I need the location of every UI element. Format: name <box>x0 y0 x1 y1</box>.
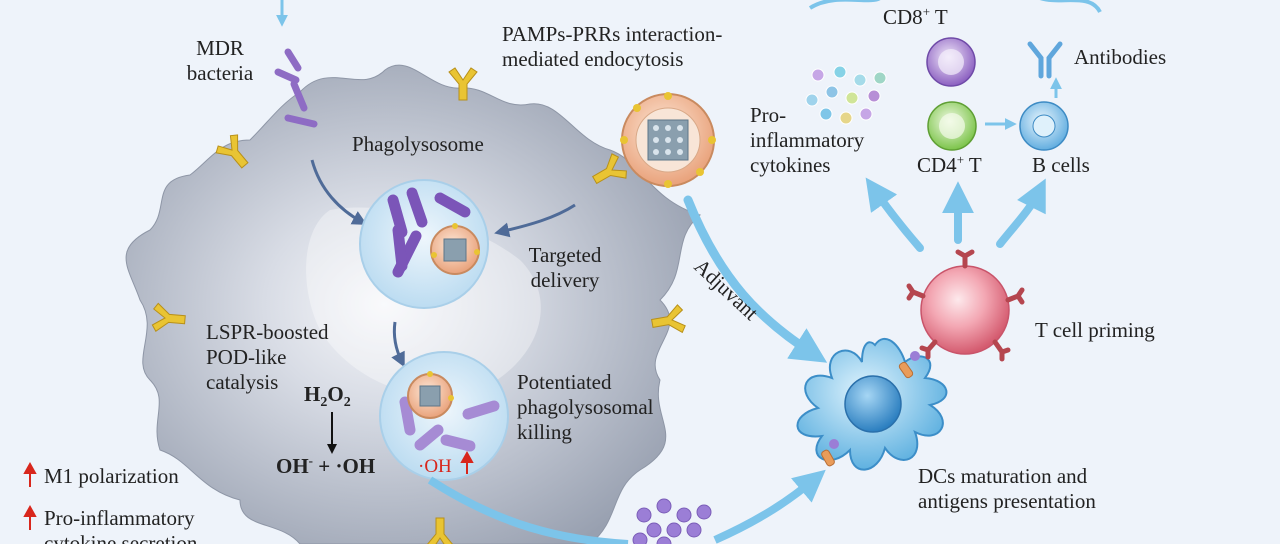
top-bracket <box>808 0 1102 14</box>
cytokine-particles <box>805 65 887 125</box>
antigen-particles <box>632 498 712 544</box>
receptor-icon <box>151 67 686 544</box>
antibodies-label: Antibodies <box>1074 45 1167 69</box>
release-arrow <box>427 476 629 544</box>
t-cell-priming-label: T cell priming <box>1035 318 1155 342</box>
reaction-products: OH- + ·OH <box>276 453 376 478</box>
targeted-delivery-arrow <box>494 203 576 238</box>
cd4-t-cell <box>927 101 977 151</box>
b-cells-label: B cells <box>1032 153 1090 177</box>
adjuvant-arrow <box>683 195 828 363</box>
phagolysosome-vesicle <box>359 179 489 309</box>
targeted-delivery-label: Targeted delivery <box>528 243 602 293</box>
killing-vesicle <box>379 351 509 481</box>
uptake-arrow <box>310 159 368 225</box>
pro-inflammatory-secretion-label: Pro-inflammatory cytokine secretion <box>44 506 198 544</box>
phagolysosome-progression-arrow <box>391 321 405 368</box>
antibody-icon <box>1027 41 1063 79</box>
cd4-t-label: CD4+ T <box>917 152 982 177</box>
cd8-t-label: CD8+ T <box>883 4 948 29</box>
lspr-catalysis-label: LSPR-boosted POD-like catalysis <box>206 320 329 395</box>
phagolysosome-label: Phagolysosome <box>352 132 484 156</box>
potentiated-killing-label: Potentiated phagolysosomal killing <box>517 370 654 445</box>
t-cell <box>906 249 1025 362</box>
nanoparticle-icon <box>620 92 716 188</box>
mdr-bacteria-icon <box>274 48 318 128</box>
pamps-prrs-label: PAMPs-PRRs interaction- mediated endocyt… <box>502 22 723 72</box>
activation-arrows <box>865 177 1046 252</box>
m1-polarization-label: M1 polarization <box>44 464 179 488</box>
hydroxyl-radical-label: ·OH <box>418 456 452 477</box>
dcs-maturation-label: DCs maturation and antigens presentation <box>918 464 1096 514</box>
pro-inflammatory-cytokines-label: Pro- inflammatory cytokines <box>750 103 865 178</box>
cd8-t-cell <box>926 37 976 87</box>
dendritic-cell <box>796 337 948 471</box>
h2o2-formula: H2O2 <box>304 382 351 411</box>
mdr-bacteria-label: MDR bacteria <box>186 36 254 86</box>
b-cell <box>1019 101 1069 151</box>
increase-arrow-icon <box>23 450 474 530</box>
antigen-uptake-arrow <box>713 469 826 544</box>
